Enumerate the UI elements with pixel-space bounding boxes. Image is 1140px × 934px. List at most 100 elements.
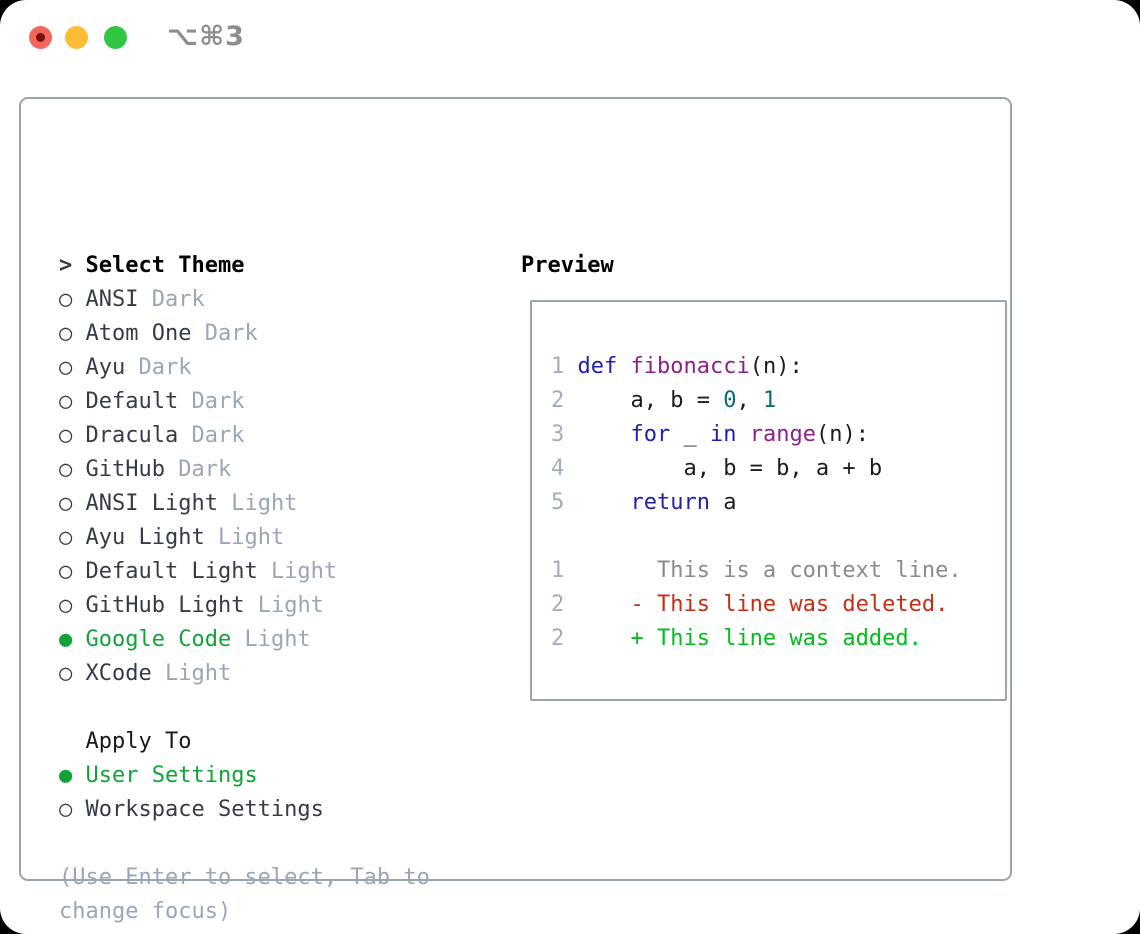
theme-item-google-code[interactable]: ● Google Code Light <box>59 623 509 657</box>
window-titlebar: ⌥⌘3 <box>0 0 1140 74</box>
line-number: 2 <box>551 626 565 651</box>
radio-icon: ○ <box>59 355 73 380</box>
theme-name: Dracula <box>85 423 179 448</box>
window-shortcut-label: ⌥⌘3 <box>167 21 245 52</box>
theme-name: Google Code <box>85 627 232 652</box>
theme-item-dracula[interactable]: ○ Dracula Dark <box>59 419 509 453</box>
theme-variant: Dark <box>191 389 245 414</box>
theme-name: Ayu <box>85 355 126 380</box>
code-token: (n): <box>815 422 869 447</box>
apply-option-workspace-settings[interactable]: ○ Workspace Settings <box>59 793 509 827</box>
apply-option-user-settings[interactable]: ● User Settings <box>59 759 509 793</box>
theme-name: XCode <box>85 661 152 686</box>
radio-icon: ○ <box>59 321 73 346</box>
theme-variant: Light <box>164 661 232 686</box>
theme-item-default-light[interactable]: ○ Default Light Light <box>59 555 509 589</box>
diff-line-deleted: 2 - This line was deleted. <box>551 588 1005 622</box>
diff-text: - This line was deleted. <box>577 592 949 617</box>
diff-lines: 1 This is a context line.2 - This line w… <box>551 554 1005 656</box>
code-token: _ <box>670 422 710 447</box>
apply-to-list: ● User Settings○ Workspace Settings <box>59 759 509 827</box>
line-number: 3 <box>551 422 565 447</box>
code-token: 1 <box>762 388 777 413</box>
radio-icon: ○ <box>59 525 73 550</box>
code-token <box>617 354 630 379</box>
apply-to-header: Apply To <box>59 725 509 759</box>
diff-line-added: 2 + This line was added. <box>551 622 1005 656</box>
diff-line-context: 1 This is a context line. <box>551 554 1005 588</box>
apply-option-label: User Settings <box>85 763 258 788</box>
theme-picker-panel: > Select Theme ○ ANSI Dark○ Atom One Dar… <box>19 97 1012 924</box>
theme-variant: Dark <box>204 321 258 346</box>
code-line: 2 a, b = 0, 1 <box>551 384 1005 418</box>
line-number: 5 <box>551 490 565 515</box>
theme-variant: Light <box>244 627 311 652</box>
code-token <box>578 490 631 515</box>
code-token: a, b = <box>577 388 724 413</box>
theme-item-github[interactable]: ○ GitHub Dark <box>59 453 509 487</box>
code-token: return <box>630 490 710 515</box>
help-hint-line: (Use Enter to select, Tab to <box>59 865 430 890</box>
line-number: 1 <box>551 558 565 583</box>
theme-item-ansi[interactable]: ○ ANSI Dark <box>59 283 509 317</box>
theme-item-ayu-light[interactable]: ○ Ayu Light Light <box>59 521 509 555</box>
theme-item-xcode[interactable]: ○ XCode Light <box>59 657 509 691</box>
code-line: 1 def fibonacci(n): <box>551 350 1005 384</box>
radio-icon: ○ <box>59 559 73 584</box>
theme-variant: Light <box>270 559 338 584</box>
theme-variant: Dark <box>151 287 205 312</box>
theme-item-default[interactable]: ○ Default Dark <box>59 385 509 419</box>
theme-name: Atom One <box>85 321 192 346</box>
code-token: a, b = b, a + b <box>577 456 883 481</box>
radio-icon: ○ <box>59 593 73 618</box>
code-token: a <box>709 490 737 515</box>
theme-list: ○ ANSI Dark○ Atom One Dark○ Ayu Dark○ De… <box>59 283 509 691</box>
radio-icon: ○ <box>59 661 73 686</box>
theme-variant: Light <box>257 593 324 618</box>
theme-variant: Dark <box>138 355 192 380</box>
code-token: for <box>630 422 671 447</box>
code-token: , <box>736 388 763 413</box>
code-line: 3 for _ in range(n): <box>551 418 1005 452</box>
code-token: def <box>577 354 618 379</box>
radio-icon: ○ <box>59 491 73 516</box>
code-token: in <box>709 422 737 447</box>
focus-caret-icon: > <box>59 253 73 278</box>
theme-item-github-light[interactable]: ○ GitHub Light Light <box>59 589 509 623</box>
theme-variant: Light <box>231 491 298 516</box>
line-number: 2 <box>551 592 565 617</box>
theme-name: ANSI Light <box>85 491 218 516</box>
code-token: (n): <box>749 354 803 379</box>
preview-title: Preview <box>521 253 614 278</box>
code-line: 5 return a <box>551 486 1005 520</box>
radio-selected-icon: ● <box>59 627 73 652</box>
select-theme-header: > Select Theme <box>59 249 509 283</box>
theme-item-ayu[interactable]: ○ Ayu Dark <box>59 351 509 385</box>
theme-name: Ayu Light <box>85 525 205 550</box>
diff-text: + This line was added. <box>577 626 922 651</box>
theme-variant: Dark <box>191 423 245 448</box>
code-token: 0 <box>723 388 737 413</box>
blank-line <box>551 520 1005 554</box>
theme-item-ansi-light[interactable]: ○ ANSI Light Light <box>59 487 509 521</box>
line-number: 1 <box>551 354 565 379</box>
minimize-button[interactable] <box>65 26 88 49</box>
apply-option-label: Workspace Settings <box>85 797 324 822</box>
line-number: 2 <box>551 388 565 413</box>
radio-icon: ○ <box>59 389 73 414</box>
radio-icon: ○ <box>59 457 73 482</box>
theme-variant: Dark <box>178 457 232 482</box>
select-theme-title: Select Theme <box>85 253 245 278</box>
radio-selected-icon: ● <box>59 763 73 788</box>
radio-icon: ○ <box>59 797 73 822</box>
code-token <box>736 422 749 447</box>
maximize-button[interactable] <box>104 26 127 49</box>
theme-item-atom-one[interactable]: ○ Atom One Dark <box>59 317 509 351</box>
theme-name: Default <box>85 389 179 414</box>
close-button[interactable] <box>29 26 52 49</box>
